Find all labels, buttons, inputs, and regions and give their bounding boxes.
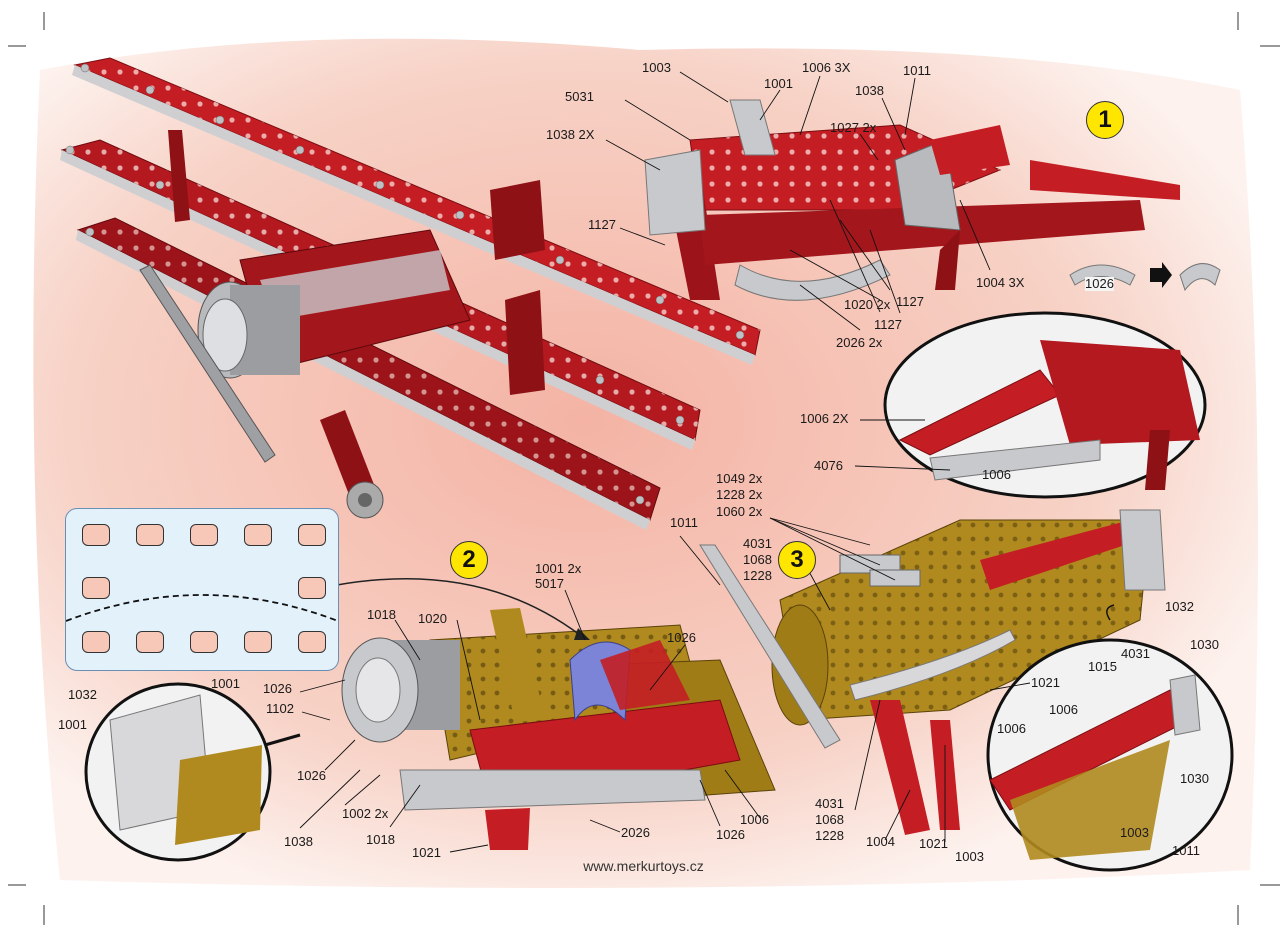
part-label: 1001 — [211, 676, 240, 691]
part-label: 2026 2x — [836, 335, 883, 350]
part-label: 1001 — [58, 717, 87, 732]
part-label: 5017 — [535, 576, 564, 591]
part-label: 1015 — [1088, 659, 1117, 674]
part-label: 1068 — [743, 552, 772, 567]
part-label: 1001 2x — [535, 561, 582, 576]
part-label: 1011 — [1172, 843, 1200, 858]
part-label: 4031 — [815, 796, 844, 811]
part-label: 1018 — [367, 607, 396, 622]
part-label: 1228 2x — [716, 487, 763, 502]
part-label: 1228 — [743, 568, 772, 583]
part-label: 1228 — [815, 828, 844, 843]
leader-lines — [299, 71, 1031, 853]
part-label: 1127 — [874, 317, 902, 332]
part-label: 2026 — [621, 825, 650, 840]
part-label: 1003 — [1120, 825, 1149, 840]
part-label: 1006 — [982, 467, 1011, 482]
step3-detail-zoom — [986, 604, 1234, 872]
part-label: 1026 — [716, 827, 745, 842]
part-label: 1030 — [1180, 771, 1209, 786]
part-label: 1038 — [855, 83, 884, 98]
biplane-model — [60, 57, 761, 530]
panel-hole — [244, 631, 272, 653]
part-label: 1060 2x — [716, 504, 763, 519]
part-label: 1038 2X — [546, 127, 595, 142]
part-label: 1127 — [896, 294, 924, 309]
part-label: 1006 2X — [800, 411, 849, 426]
part-label: 1001 — [764, 76, 793, 91]
part-label: 1032 — [1165, 599, 1194, 614]
panel-hole — [190, 524, 218, 546]
part-label: 1038 — [284, 834, 313, 849]
part-label: 1026 — [297, 768, 326, 783]
part-label: 1032 — [68, 687, 97, 702]
part-label: 4076 — [814, 458, 843, 473]
part-label: 1006 — [997, 721, 1026, 736]
step3-assembly — [699, 509, 1166, 835]
step1-detail-zoom — [883, 311, 1207, 499]
panel-hole — [298, 577, 326, 599]
part-label: 1021 — [919, 836, 948, 851]
part-label: 1011 — [903, 63, 931, 78]
part-label: 1102 — [266, 701, 294, 716]
part-label: 1049 2x — [716, 471, 763, 486]
part-label: 1002 2x — [342, 806, 389, 821]
part-label: 1021 — [412, 845, 441, 860]
crop-marks — [8, 12, 1280, 925]
panel-hole — [82, 631, 110, 653]
part-label: 1011 — [670, 515, 698, 530]
part-label: 1026 — [1085, 276, 1114, 291]
part-label: 1068 — [815, 812, 844, 827]
part-label: 1004 3X — [976, 275, 1025, 290]
part-label: 1006 — [740, 812, 769, 827]
panel-hole — [136, 524, 164, 546]
panel-hole — [298, 631, 326, 653]
step2-detail-zoom — [84, 682, 301, 862]
step-badge-1: 1 — [1086, 101, 1124, 139]
part-label: 1004 — [866, 834, 895, 849]
part-label: 1003 — [642, 60, 671, 75]
panel-hole — [136, 631, 164, 653]
step-badge-3: 3 — [778, 541, 816, 579]
part-label: 1018 — [366, 832, 395, 847]
part-label: 1020 — [418, 611, 447, 626]
hole-alignment-panel — [65, 508, 339, 671]
step2-assembly — [341, 608, 776, 850]
step1-assembly — [644, 99, 1221, 301]
part-label: 4031 — [743, 536, 772, 551]
part-label: 1026 — [263, 681, 292, 696]
panel-hole — [190, 631, 218, 653]
website-footer: www.merkurtoys.cz — [583, 858, 704, 874]
part-label: 4031 — [1121, 646, 1150, 661]
part-label: 1003 — [955, 849, 984, 864]
panel-hole — [244, 524, 272, 546]
step-badge-2: 2 — [450, 541, 488, 579]
part-label: 1006 — [1049, 702, 1078, 717]
part-label: 1021 — [1031, 675, 1060, 690]
part-label: 1030 — [1190, 637, 1219, 652]
part-label: 1027 2x — [830, 120, 877, 135]
bend-line — [66, 594, 338, 622]
part-label: 1020 2x — [844, 297, 891, 312]
panel-hole — [82, 577, 110, 599]
part-label: 5031 — [565, 89, 594, 104]
part-label: 1006 3X — [802, 60, 851, 75]
part-label: 1026 — [667, 630, 696, 645]
part-label: 1127 — [588, 217, 616, 232]
panel-hole — [82, 524, 110, 546]
panel-hole — [298, 524, 326, 546]
